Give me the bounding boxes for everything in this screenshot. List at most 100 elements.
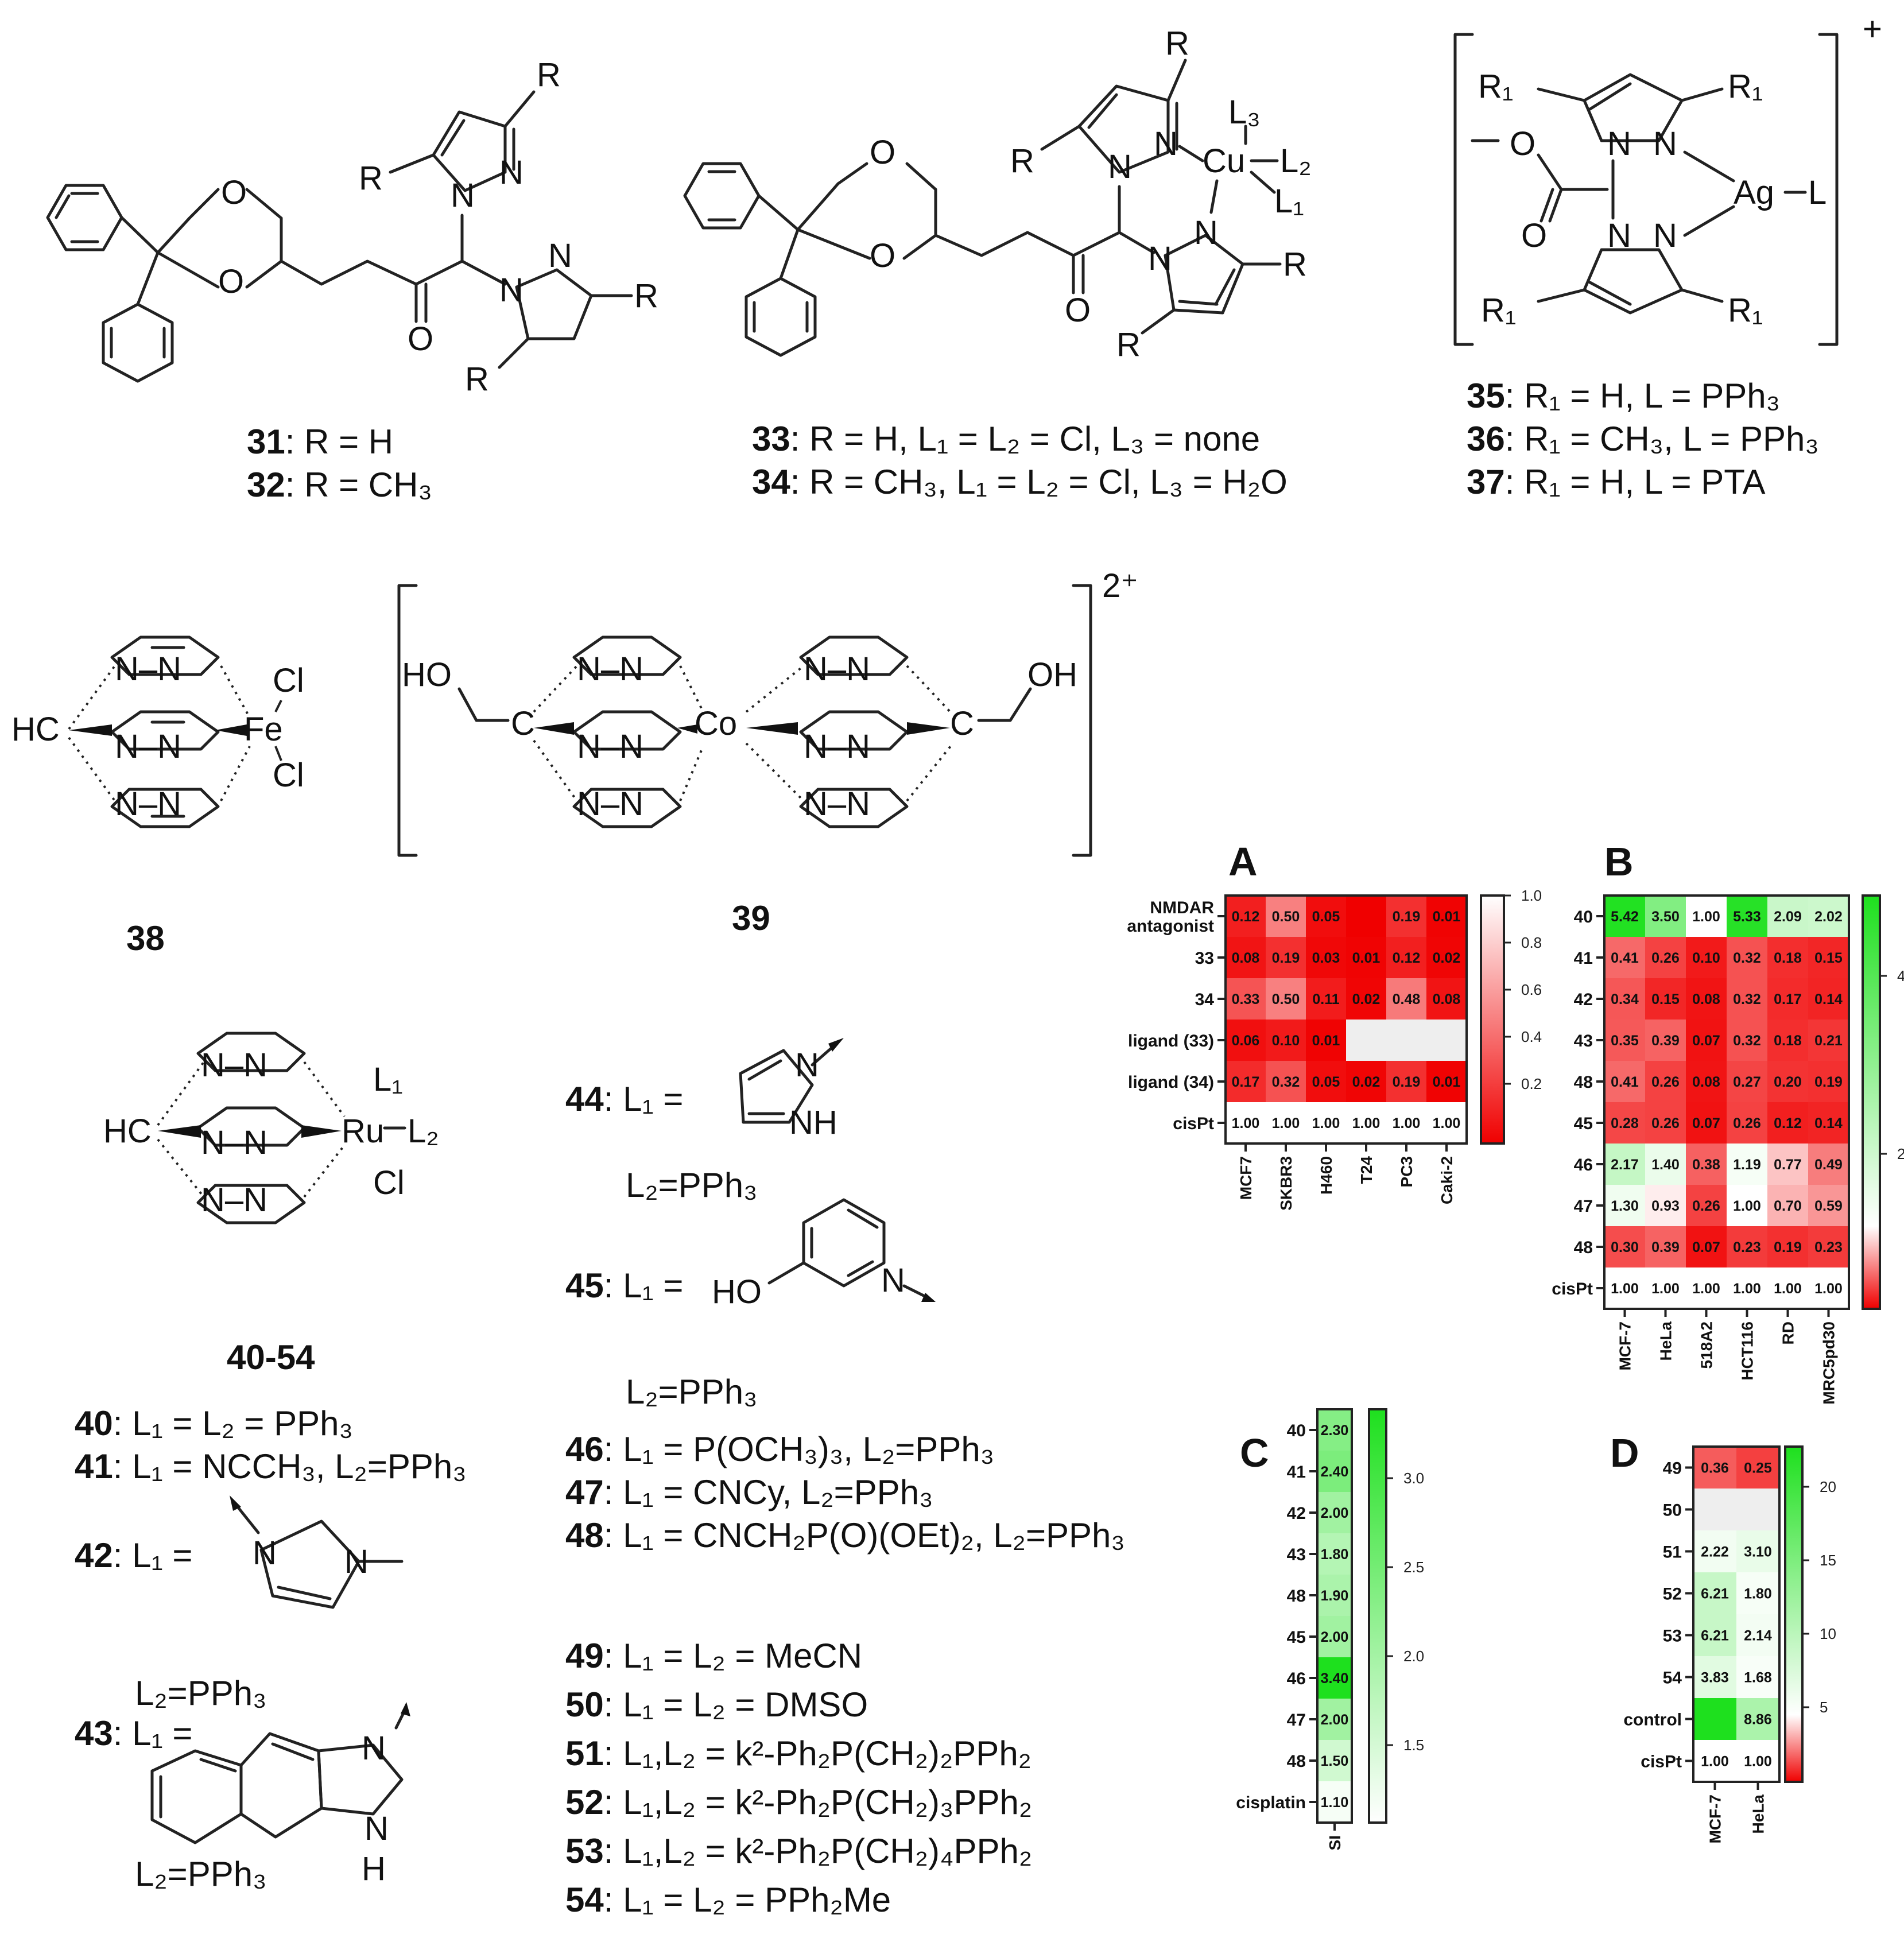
atom-label: N <box>548 237 572 274</box>
heatmap-cell <box>1693 1572 1736 1614</box>
cell-value: 1.00 <box>1733 1198 1761 1214</box>
cell-value: 3.10 <box>1744 1544 1772 1560</box>
atom-label: R <box>537 56 561 94</box>
row-label: 40 <box>1574 908 1593 927</box>
row-label: ligand (33) <box>1128 1032 1214 1051</box>
heatmap-cell <box>1306 1020 1346 1061</box>
heatmap-cell <box>1727 896 1767 937</box>
heatmap-cell <box>1736 1489 1779 1530</box>
row-label: 48 <box>1287 1752 1306 1771</box>
row-label: 54 <box>1663 1669 1682 1688</box>
colorbar-tick-label: 0.2 <box>1521 1075 1542 1092</box>
cell-value: 1.19 <box>1733 1157 1761 1173</box>
cell-value: 0.15 <box>1651 991 1680 1007</box>
cell-value: 0.33 <box>1232 991 1260 1007</box>
colorbar <box>1862 894 1881 1310</box>
row-label: cisPt <box>1641 1753 1682 1772</box>
heatmap-cell <box>1306 937 1346 978</box>
atom-label: N–N <box>201 1046 267 1084</box>
heatmap-frame <box>1603 894 1850 1310</box>
heatmap-cell <box>1727 1102 1767 1144</box>
heatmap-cell <box>1317 1575 1352 1616</box>
heatmap-cell <box>1808 1020 1849 1061</box>
atom-label: N–N <box>577 728 643 765</box>
cell-value: 0.30 <box>1611 1239 1639 1255</box>
svg-text:53: L₁,L₂ = k²-Ph₂P(CH₂)₄PPh₂: 53: L₁,L₂ = k²-Ph₂P(CH₂)₄PPh₂ <box>565 1832 1032 1870</box>
cell-value: 0.02 <box>1352 991 1381 1007</box>
heatmap-cell <box>1226 978 1266 1020</box>
col-label: PC3 <box>1398 1156 1416 1187</box>
col-label: SKBR3 <box>1277 1156 1295 1211</box>
col-label: HeLa <box>1750 1794 1767 1834</box>
compound-caption: : L₁,L₂ = k²-Ph₂P(CH₂)₂PPh₂ <box>604 1734 1032 1773</box>
cell-value: 0.41 <box>1611 950 1639 966</box>
col-label: Caki-2 <box>1438 1156 1456 1204</box>
heatmap-cell <box>1346 1061 1386 1102</box>
cell-value: 0.21 <box>1814 1033 1843 1049</box>
atom-label: N <box>881 1262 905 1299</box>
cell-value: 0.10 <box>1272 1033 1300 1049</box>
atom-label: N <box>1154 125 1178 162</box>
heatmap-cell <box>1808 978 1849 1020</box>
heatmap-cell <box>1604 896 1645 937</box>
cell-value: 0.27 <box>1733 1074 1761 1090</box>
atom-label: Cl <box>273 757 304 794</box>
atom-label: C <box>511 705 535 742</box>
compound-number: 46 <box>565 1430 604 1468</box>
heatmap-cell <box>1604 1144 1645 1185</box>
heatmap-cell <box>1386 937 1426 978</box>
atom-label: Cu <box>1203 142 1245 180</box>
cell-value: 0.17 <box>1774 991 1802 1007</box>
svg-text:43: L₁ =: 43: L₁ = <box>75 1714 192 1753</box>
atom-label: C <box>950 705 974 742</box>
cell-value: 1.00 <box>1774 1281 1802 1297</box>
heatmap-cell <box>1226 937 1266 978</box>
compound-caption: : L₁ = L₂ = PPh₂Me <box>604 1881 891 1919</box>
compound-caption: : L₁ = CNCH₂P(O)(OEt)₂, L₂=PPh₃ <box>604 1516 1125 1555</box>
cell-value: 1.00 <box>1393 1115 1421 1131</box>
cell-value: 1.90 <box>1321 1588 1349 1604</box>
colorbar-tick-label: 20 <box>1820 1478 1836 1495</box>
heatmap-cell <box>1426 1020 1467 1061</box>
compound-caption: : R = CH₃, L₁ = L₂ = Cl, L₃ = H₂O <box>790 463 1288 501</box>
row-label: 41 <box>1287 1463 1306 1482</box>
row-label: 46 <box>1287 1669 1306 1688</box>
cell-value: 1.00 <box>1692 1281 1720 1297</box>
heatmap-cell <box>1808 1267 1849 1309</box>
row-label: 47 <box>1287 1711 1306 1730</box>
cell-value: 0.59 <box>1814 1198 1843 1214</box>
heatmap-cell <box>1808 1102 1849 1144</box>
compound-caption: : L₁ = L₂ = MeCN <box>604 1637 862 1675</box>
heatmap-cell <box>1604 1020 1645 1061</box>
cell-value: 0.07 <box>1692 1239 1720 1255</box>
cell-value: 0.35 <box>1611 1033 1639 1049</box>
heatmap-cell <box>1727 1226 1767 1267</box>
heatmap-cell <box>1346 1020 1386 1061</box>
cell-value: 0.28 <box>1611 1115 1639 1131</box>
compound-number: 40 <box>75 1404 113 1443</box>
col-label: RD <box>1779 1321 1797 1344</box>
cell-value: 0.26 <box>1651 950 1680 966</box>
atom-label: R <box>1165 25 1189 62</box>
heatmap-cell <box>1767 1267 1808 1309</box>
svg-text:33: R = H, L₁ = L₂ = Cl, L₃ =: 33: R = H, L₁ = L₂ = Cl, L₃ = none <box>752 420 1260 458</box>
cell-value: 0.01 <box>1433 1074 1461 1090</box>
svg-text:48: L₁ = CNCH₂P(O)(OEt)₂, L₂=P: 48: L₁ = CNCH₂P(O)(OEt)₂, L₂=PPh₃ <box>565 1516 1125 1555</box>
row-label: 34 <box>1195 990 1215 1009</box>
heatmap-cell <box>1604 978 1645 1020</box>
svg-text:52: L₁,L₂ = k²-Ph₂P(CH₂)₃PPh₂: 52: L₁,L₂ = k²-Ph₂P(CH₂)₃PPh₂ <box>565 1783 1032 1821</box>
heatmap-cell <box>1686 1267 1727 1309</box>
heatmap-cell <box>1306 896 1346 937</box>
heatmap-cell <box>1693 1489 1736 1530</box>
colorbar-tick-label: 0.4 <box>1521 1028 1542 1045</box>
colorbar-tick-label: 2.5 <box>1403 1559 1424 1576</box>
cell-value: 2.00 <box>1321 1505 1349 1521</box>
cell-value: 0.01 <box>1433 909 1461 925</box>
cell-value: 1.68 <box>1744 1670 1772 1686</box>
cell-value: 2.02 <box>1814 909 1843 925</box>
heatmap-cell <box>1767 1102 1808 1144</box>
heatmap-cell <box>1317 1699 1352 1740</box>
compound-number: 40-54 <box>227 1338 315 1377</box>
col-label: SI <box>1326 1835 1344 1850</box>
compound-number: 39 <box>732 899 770 937</box>
